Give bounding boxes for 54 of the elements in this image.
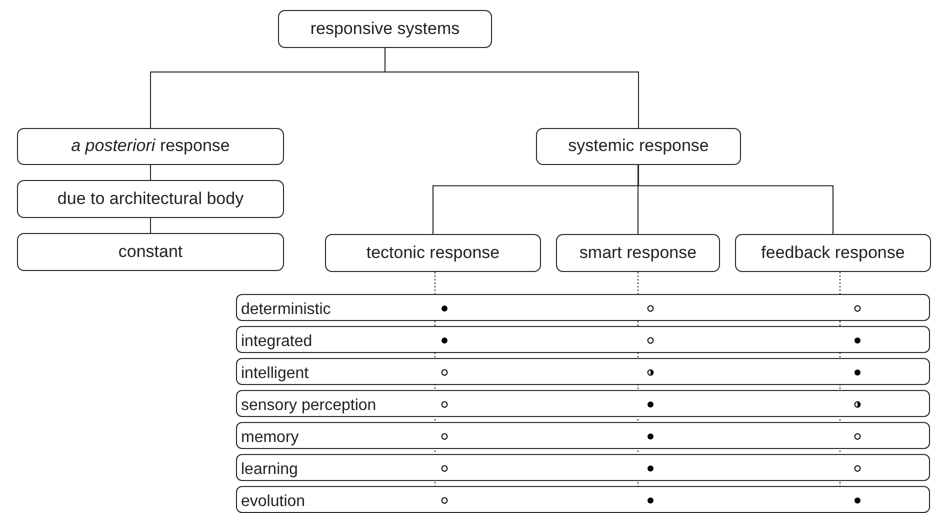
- filled-dot-icon: [440, 336, 448, 344]
- open-circle-icon: [646, 304, 654, 312]
- node-label: due to architectural body: [57, 190, 244, 208]
- open-circle-icon: [646, 336, 654, 344]
- row-label: evolution: [241, 493, 306, 511]
- filled-dot-icon: [646, 496, 654, 504]
- filled-dot-icon: [646, 432, 654, 440]
- row-label: sensory perception: [241, 397, 376, 415]
- filled-dot-icon: [854, 368, 860, 376]
- filled-dot-icon: [646, 464, 654, 472]
- row-bar: [236, 390, 930, 417]
- row-bar: [236, 326, 930, 353]
- open-circle-icon: [440, 432, 448, 440]
- half-filled-dot-icon: [646, 368, 654, 376]
- open-circle-icon: [440, 496, 448, 504]
- filled-dot-icon: [440, 304, 448, 312]
- node-label: constant: [118, 242, 183, 262]
- category-box: [17, 128, 284, 165]
- row-label: memory: [241, 429, 299, 447]
- row-label: integrated: [241, 333, 312, 351]
- row-label: intelligent: [241, 365, 309, 383]
- category-box: [735, 234, 931, 272]
- open-circle-icon: [854, 304, 860, 312]
- node-label: responsive systems: [310, 20, 460, 38]
- node-label: feedback response: [761, 244, 905, 262]
- open-circle-icon: [854, 432, 860, 440]
- half-filled-dot-icon: [854, 400, 860, 408]
- connector-line: [150, 164, 151, 180]
- row-bar: [236, 422, 930, 449]
- row-bar: [236, 486, 930, 513]
- row-bar: [236, 294, 930, 321]
- open-circle-icon: [854, 464, 860, 472]
- category-box: [556, 234, 720, 272]
- open-circle-icon: [440, 400, 448, 408]
- category-box: [536, 128, 741, 165]
- open-circle-icon: [440, 368, 448, 376]
- row-bar: [236, 358, 930, 385]
- category-box: [17, 233, 284, 271]
- filled-dot-icon: [854, 496, 860, 504]
- row-label: learning: [241, 461, 298, 479]
- category-box: [278, 10, 492, 48]
- node-label: smart response: [579, 244, 697, 262]
- row-label: deterministic: [241, 301, 331, 319]
- row-bar: [236, 454, 930, 481]
- node-label: tectonic response: [366, 244, 500, 262]
- filled-dot-icon: [854, 336, 860, 344]
- category-box: [17, 180, 284, 218]
- connector-line: [638, 164, 834, 234]
- node-label: systemic response: [568, 137, 709, 156]
- connector-line: [150, 218, 151, 234]
- node-label: a posteriori response: [71, 137, 230, 156]
- category-box: [325, 234, 541, 272]
- filled-dot-icon: [646, 400, 654, 408]
- open-circle-icon: [440, 464, 448, 472]
